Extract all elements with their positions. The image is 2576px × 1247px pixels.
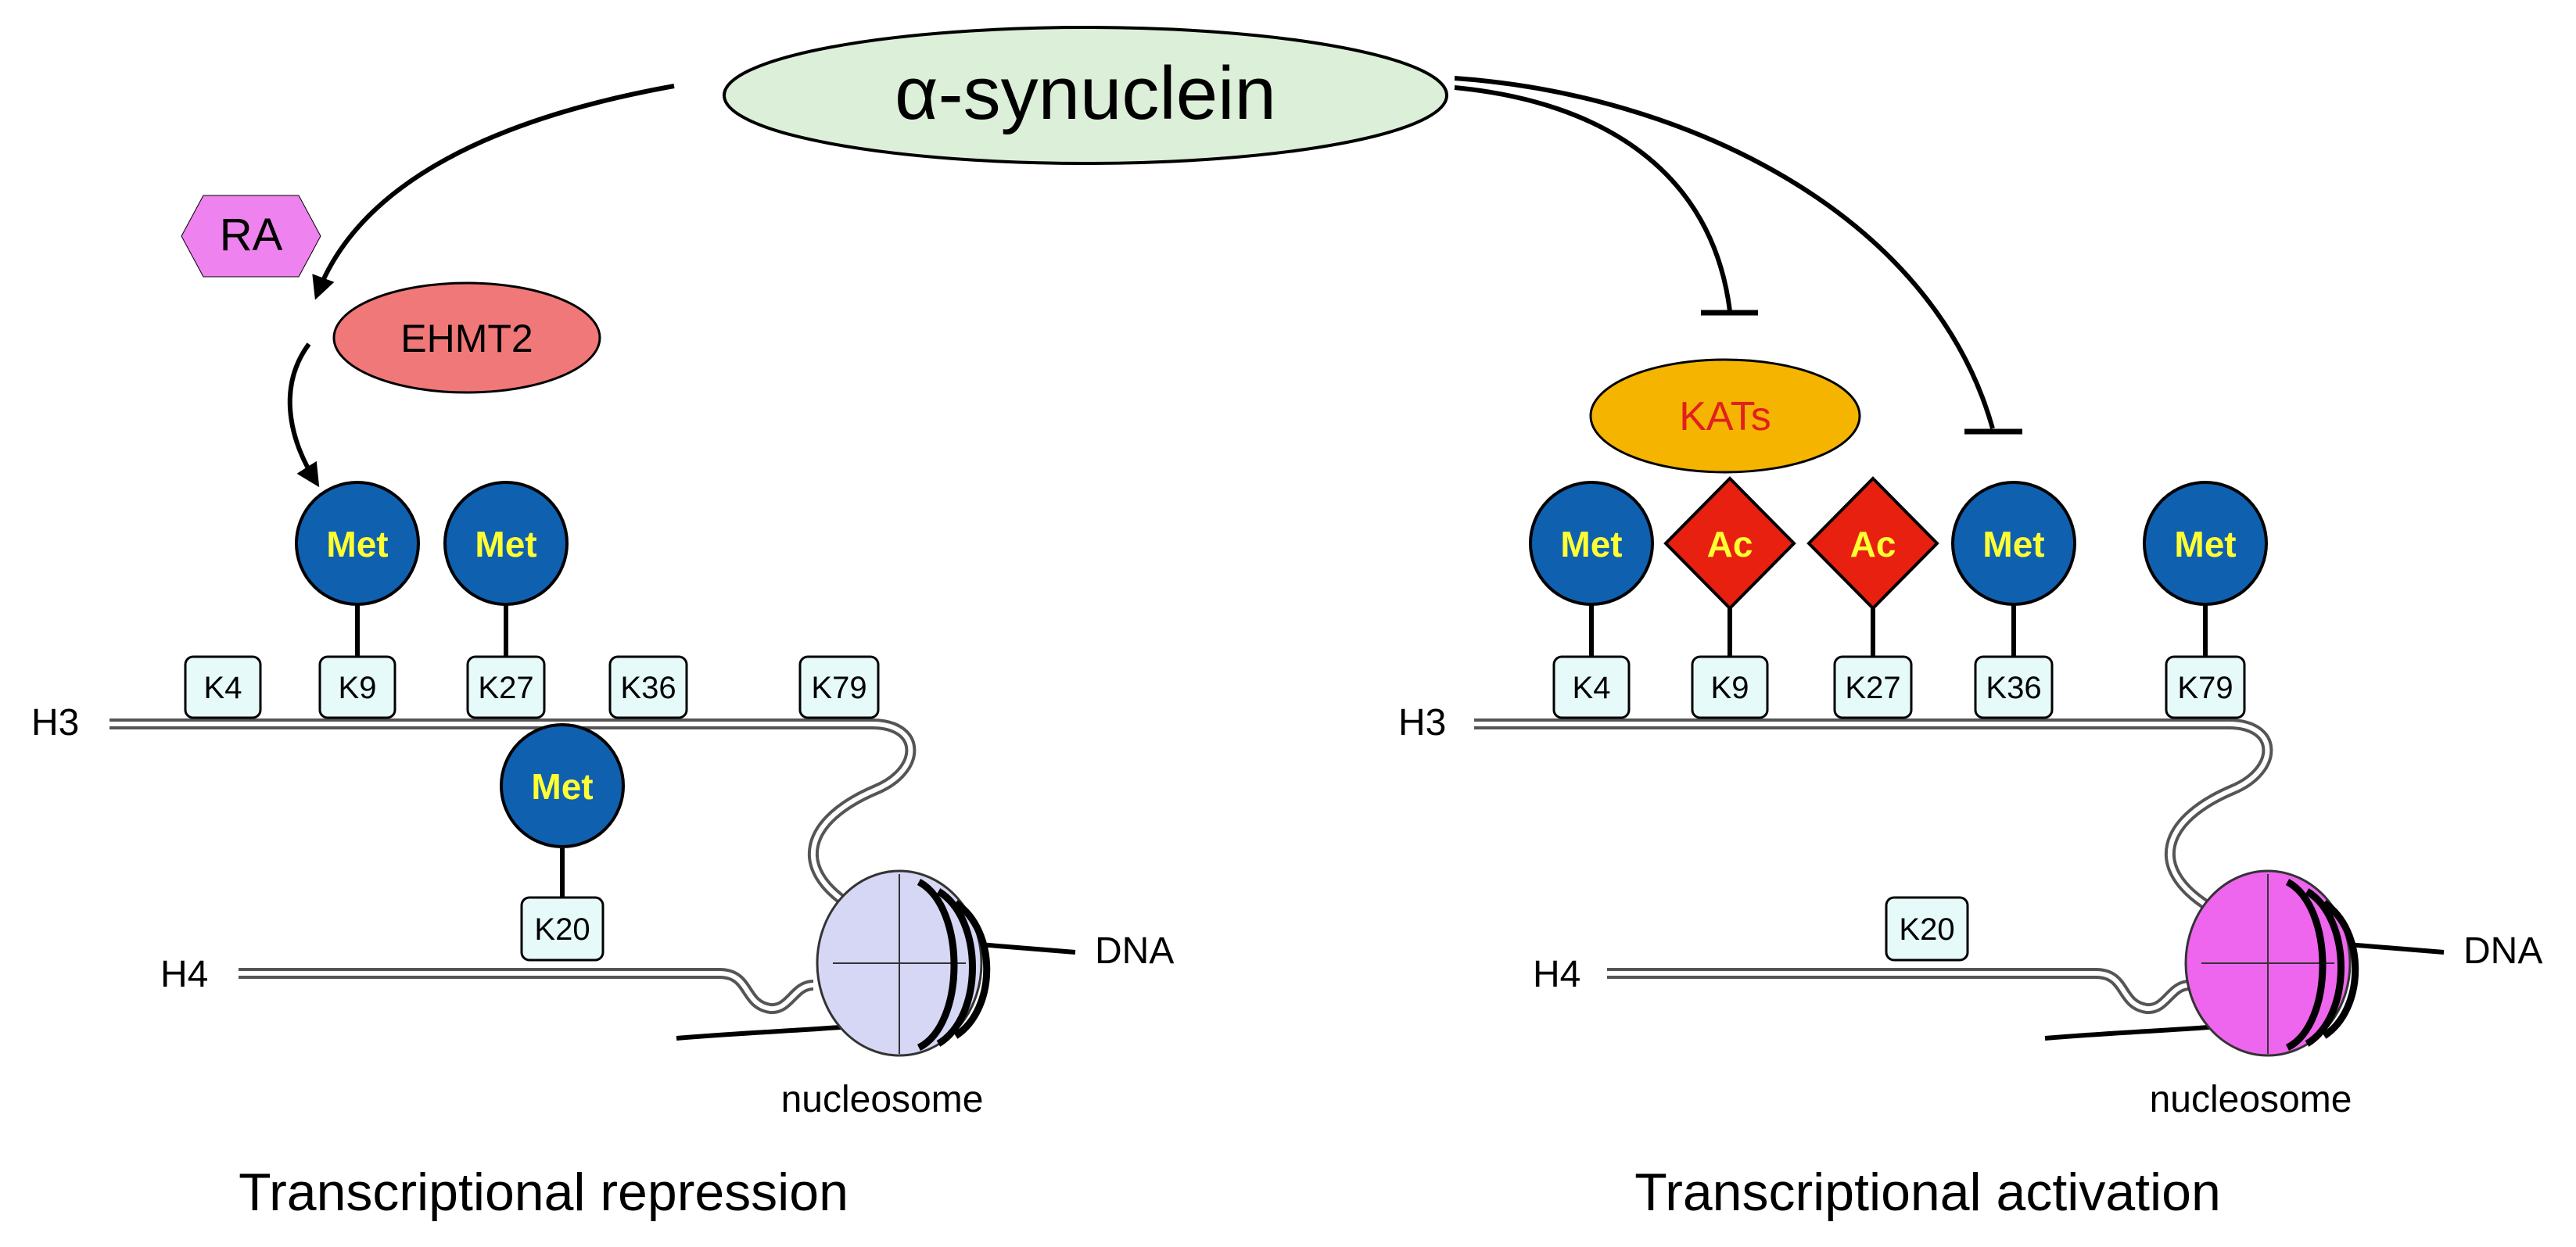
left-caption: Transcriptional repression (239, 1163, 849, 1222)
svg-text:K4: K4 (1573, 671, 1611, 705)
right-site-k4: K4 (1552, 655, 1631, 719)
right-site-k9: K9 (1691, 655, 1769, 719)
svg-text:Ac: Ac (1707, 524, 1753, 564)
svg-text:K9: K9 (1711, 671, 1749, 705)
right-panel: H3 H4 DNA nucleosome K4 K9 K27 K36 K79 (1398, 476, 2542, 1222)
right-dna-label: DNA (2463, 930, 2542, 972)
svg-text:Ac: Ac (1850, 524, 1896, 564)
right-site-k20: K20 (1885, 896, 1969, 962)
left-h4-label: H4 (160, 954, 208, 995)
left-h4-strand (239, 968, 814, 1014)
right-h4-label: H4 (1533, 954, 1580, 995)
ra-hexagon (181, 195, 321, 278)
left-site-k36: K36 (608, 655, 688, 719)
left-site-k27: K27 (466, 655, 546, 719)
svg-text:K79: K79 (2177, 671, 2233, 705)
right-ac-k9: Ac (1663, 476, 1796, 611)
svg-text:Met: Met (326, 524, 388, 564)
left-nucleosome (816, 869, 991, 1057)
left-nucleosome-label: nucleosome (781, 1079, 984, 1120)
svg-text:Met: Met (1982, 524, 2044, 564)
alpha-synuclein-ellipse (723, 26, 1448, 165)
svg-text:K4: K4 (204, 671, 242, 705)
synuclein-inhibit-k36-line (1454, 76, 1995, 429)
right-dna-line-bottom (2044, 1023, 2230, 1041)
svg-text:Met: Met (2174, 524, 2236, 564)
svg-text:Met: Met (531, 766, 593, 807)
svg-text:K79: K79 (811, 671, 866, 705)
right-h3-strand (1474, 718, 2273, 912)
svg-text:K36: K36 (620, 671, 676, 705)
left-site-k4: K4 (184, 655, 262, 719)
svg-text:K9: K9 (339, 671, 377, 705)
ehmt2-ellipse (332, 281, 601, 394)
svg-text:K20: K20 (534, 912, 590, 947)
right-site-k36: K36 (1974, 655, 2054, 719)
alpha-synuclein-label: α-synuclein (895, 52, 1276, 135)
right-met-k36: Met (1951, 481, 2076, 606)
left-met-k27: Met (443, 481, 569, 606)
left-dna-line-bottom (676, 1023, 861, 1041)
svg-text:Met: Met (475, 524, 536, 564)
synuclein-to-ehmt2-arrow (312, 84, 675, 300)
kats-label: KATs (1679, 394, 1771, 439)
right-h4-strand (1607, 968, 2190, 1014)
svg-text:K20: K20 (1899, 912, 1954, 947)
right-caption: Transcriptional activation (1634, 1163, 2221, 1222)
right-nucleosome-label: nucleosome (2150, 1079, 2352, 1120)
svg-text:K36: K36 (1986, 671, 2041, 705)
right-h3-label: H3 (1398, 702, 1446, 744)
synuclein-inhibit-kats-line (1454, 85, 1732, 312)
right-site-k79: K79 (2165, 655, 2246, 719)
left-site-k79: K79 (798, 655, 880, 719)
ehmt2-label: EHMT2 (400, 317, 533, 360)
left-met-k9: Met (295, 481, 420, 606)
right-ac-k27: Ac (1806, 476, 1939, 611)
ehmt2-to-met-arrow (287, 342, 320, 488)
right-site-k27: K27 (1833, 655, 1913, 719)
left-dna-label: DNA (1095, 930, 1174, 972)
left-site-k9: K9 (318, 655, 396, 719)
svg-text:K27: K27 (1845, 671, 1900, 705)
left-met-k20: Met (500, 723, 625, 848)
kats-ellipse (1589, 358, 1861, 474)
right-nucleosome (2184, 869, 2359, 1057)
ra-label: RA (220, 210, 283, 260)
left-panel: H3 H4 DNA nucleosome K4 K9 K27 K36 K79 (31, 481, 1174, 1222)
left-h3-label: H3 (31, 702, 79, 744)
svg-text:K27: K27 (478, 671, 533, 705)
right-met-k4: Met (1529, 481, 1654, 606)
left-site-k20: K20 (520, 896, 605, 962)
right-met-k79: Met (2143, 481, 2268, 606)
svg-text:Met: Met (1560, 524, 1622, 564)
